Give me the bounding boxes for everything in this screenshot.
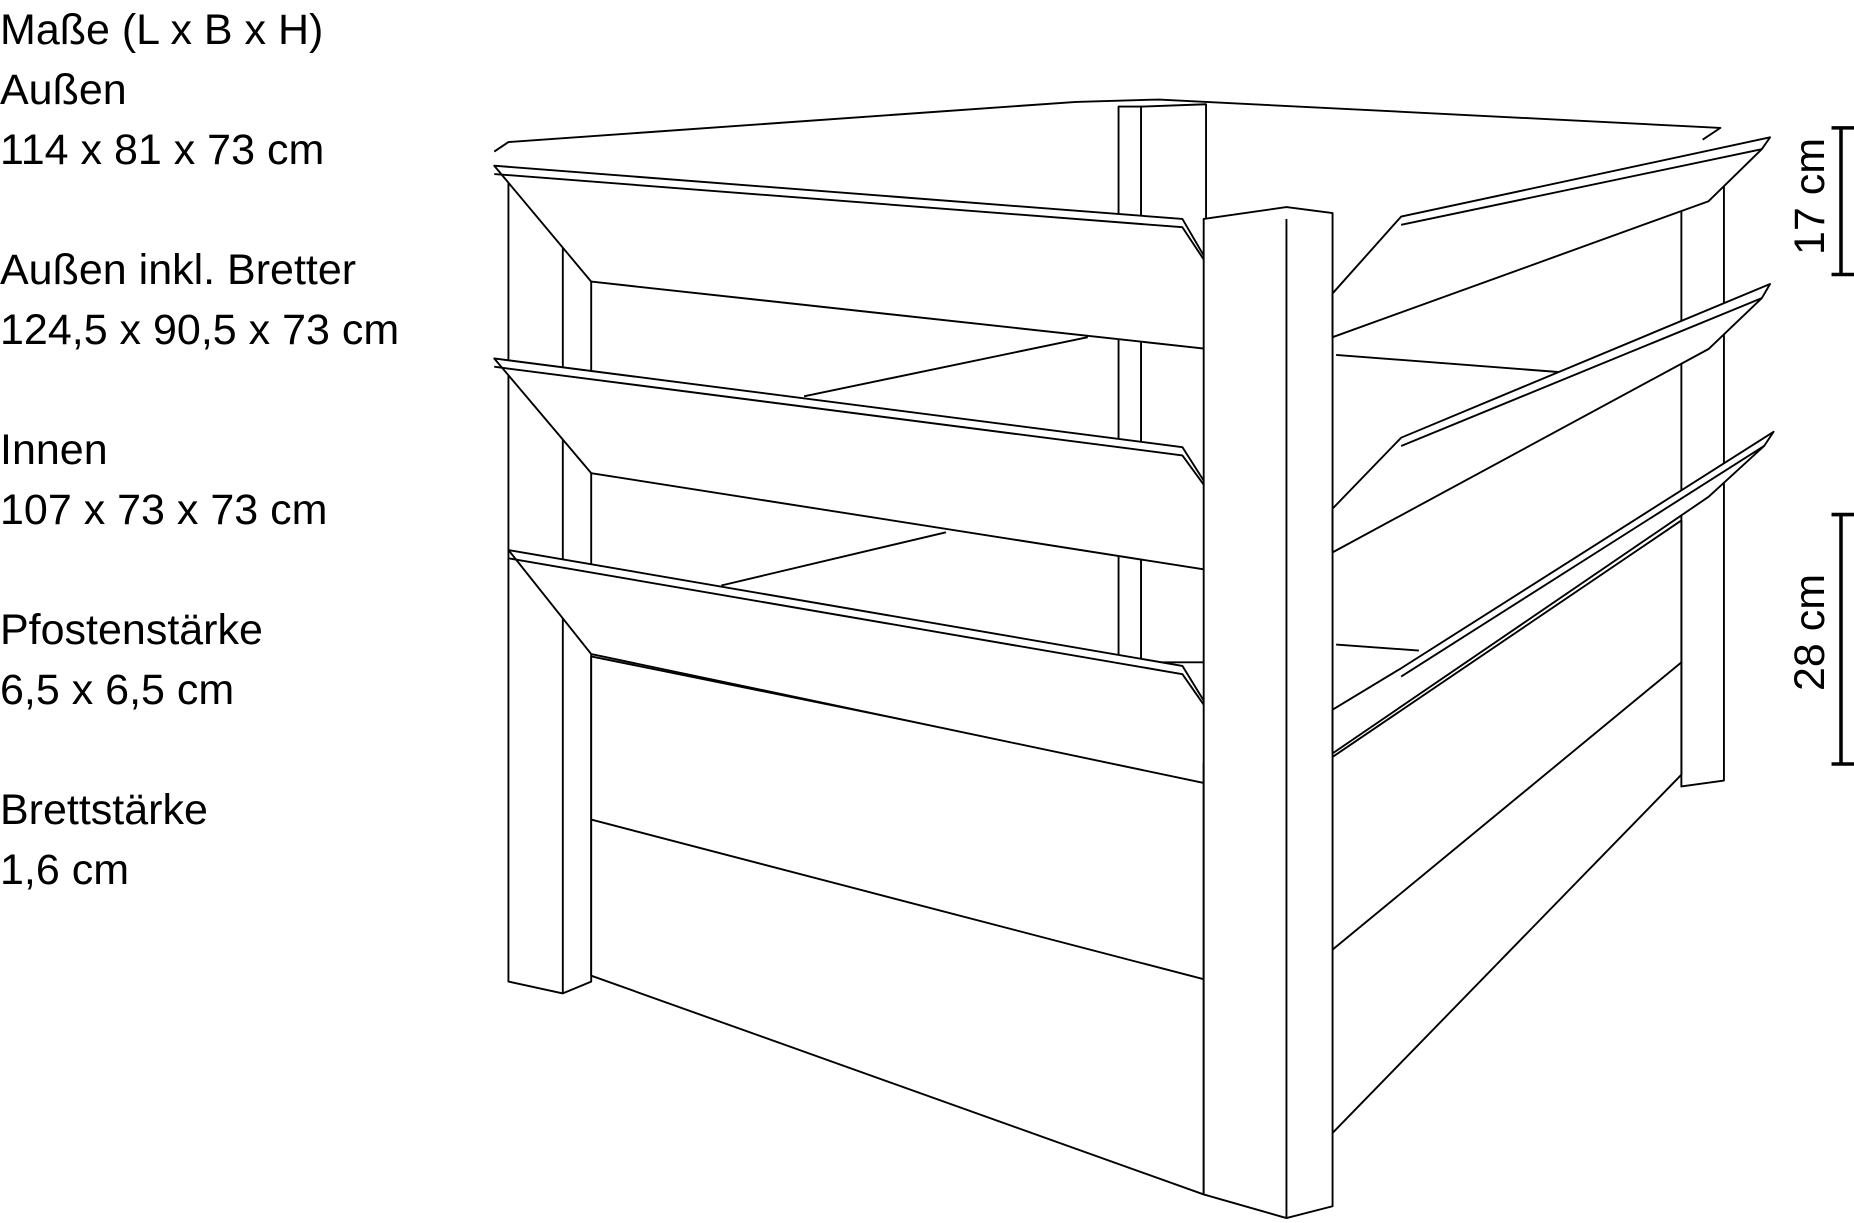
spec-outer: Außen 114 x 81 x 73 cm [0, 60, 399, 180]
spec-value: 124,5 x 90,5 x 73 cm [0, 306, 400, 354]
front-right-post [1202, 206, 1334, 1220]
dimension-label-17cm: 17 cm [1786, 137, 1835, 256]
spec-label: Außen [0, 66, 127, 114]
panel-joint [590, 818, 1204, 981]
spec-inner: Innen 107 x 73 x 73 cm [0, 420, 399, 540]
spec-title-text: Maße (L x B x H) [0, 6, 324, 54]
top-rim [493, 98, 1722, 153]
spec-value: 6,5 x 6,5 cm [0, 666, 235, 714]
spec-value: 114 x 81 x 73 cm [0, 126, 325, 174]
dimension-marker-17cm [1831, 126, 1854, 277]
spec-post-thickness: Pfostenstärke 6,5 x 6,5 cm [0, 600, 399, 720]
board-edge [1400, 148, 1762, 226]
specifications: Maße (L x B x H) Außen 114 x 81 x 73 cm … [0, 0, 399, 960]
spec-label: Außen inkl. Bretter [0, 246, 357, 294]
inner-rail [1336, 643, 1419, 652]
panel-joint [1331, 661, 1682, 951]
dimension-marker-28cm [1831, 512, 1854, 766]
spec-board-thickness: Brettstärke 1,6 cm [0, 780, 399, 900]
back-left-post [1140, 103, 1207, 664]
inner-rail [803, 336, 1088, 398]
inner-rail [721, 531, 947, 587]
spec-value: 107 x 73 x 73 cm [0, 486, 328, 534]
spec-outer-with-boards: Außen inkl. Bretter 124,5 x 90,5 x 73 cm [0, 240, 399, 360]
spec-label: Brettstärke [0, 786, 208, 834]
spec-title: Maße (L x B x H) [0, 0, 399, 60]
board-edge [1400, 297, 1763, 447]
spec-value: 1,6 cm [0, 846, 130, 894]
board-edge [1400, 445, 1765, 678]
spec-label: Innen [0, 426, 108, 474]
dimension-label-28cm: 28 cm [1786, 573, 1835, 692]
spec-label: Pfostenstärke [0, 606, 263, 654]
left-back-post [1117, 105, 1142, 664]
